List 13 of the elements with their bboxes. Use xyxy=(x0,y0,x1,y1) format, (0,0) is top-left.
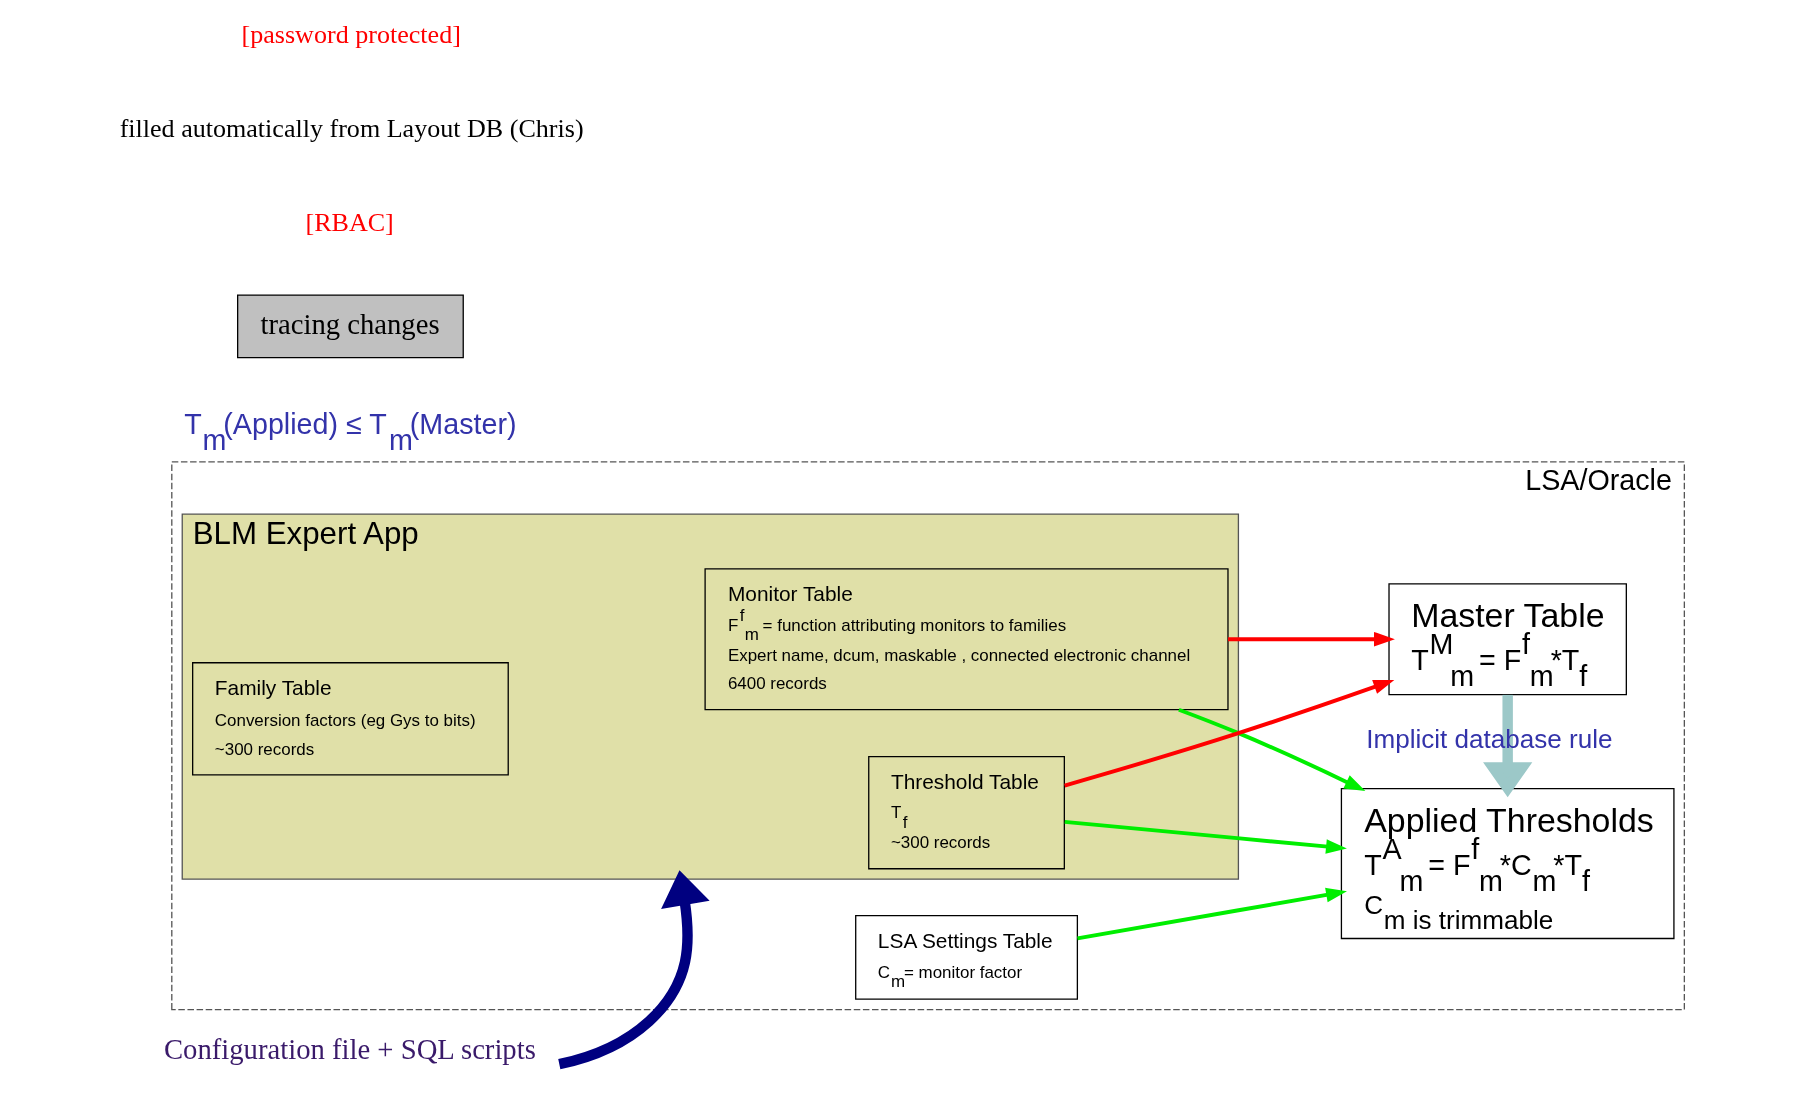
arrow xyxy=(1483,694,1533,798)
arrow xyxy=(1064,679,1395,788)
label: [RBAC] xyxy=(305,208,394,238)
edge-label: Implicit database rule xyxy=(1366,724,1613,755)
node-text: Configuration file + SQL scripts xyxy=(163,1032,536,1065)
arrow xyxy=(1228,631,1395,647)
node-box: Family Table Conversion factors (eg Gys to bits) ~300 records xyxy=(192,662,509,776)
label: filled automatically from Layout DB (Chris) xyxy=(119,114,584,144)
node-box: tracing changes xyxy=(237,294,464,359)
arrow xyxy=(1064,819,1347,854)
label: [password protected] xyxy=(241,20,461,50)
arrow xyxy=(1077,887,1347,941)
arrow xyxy=(558,870,710,1070)
